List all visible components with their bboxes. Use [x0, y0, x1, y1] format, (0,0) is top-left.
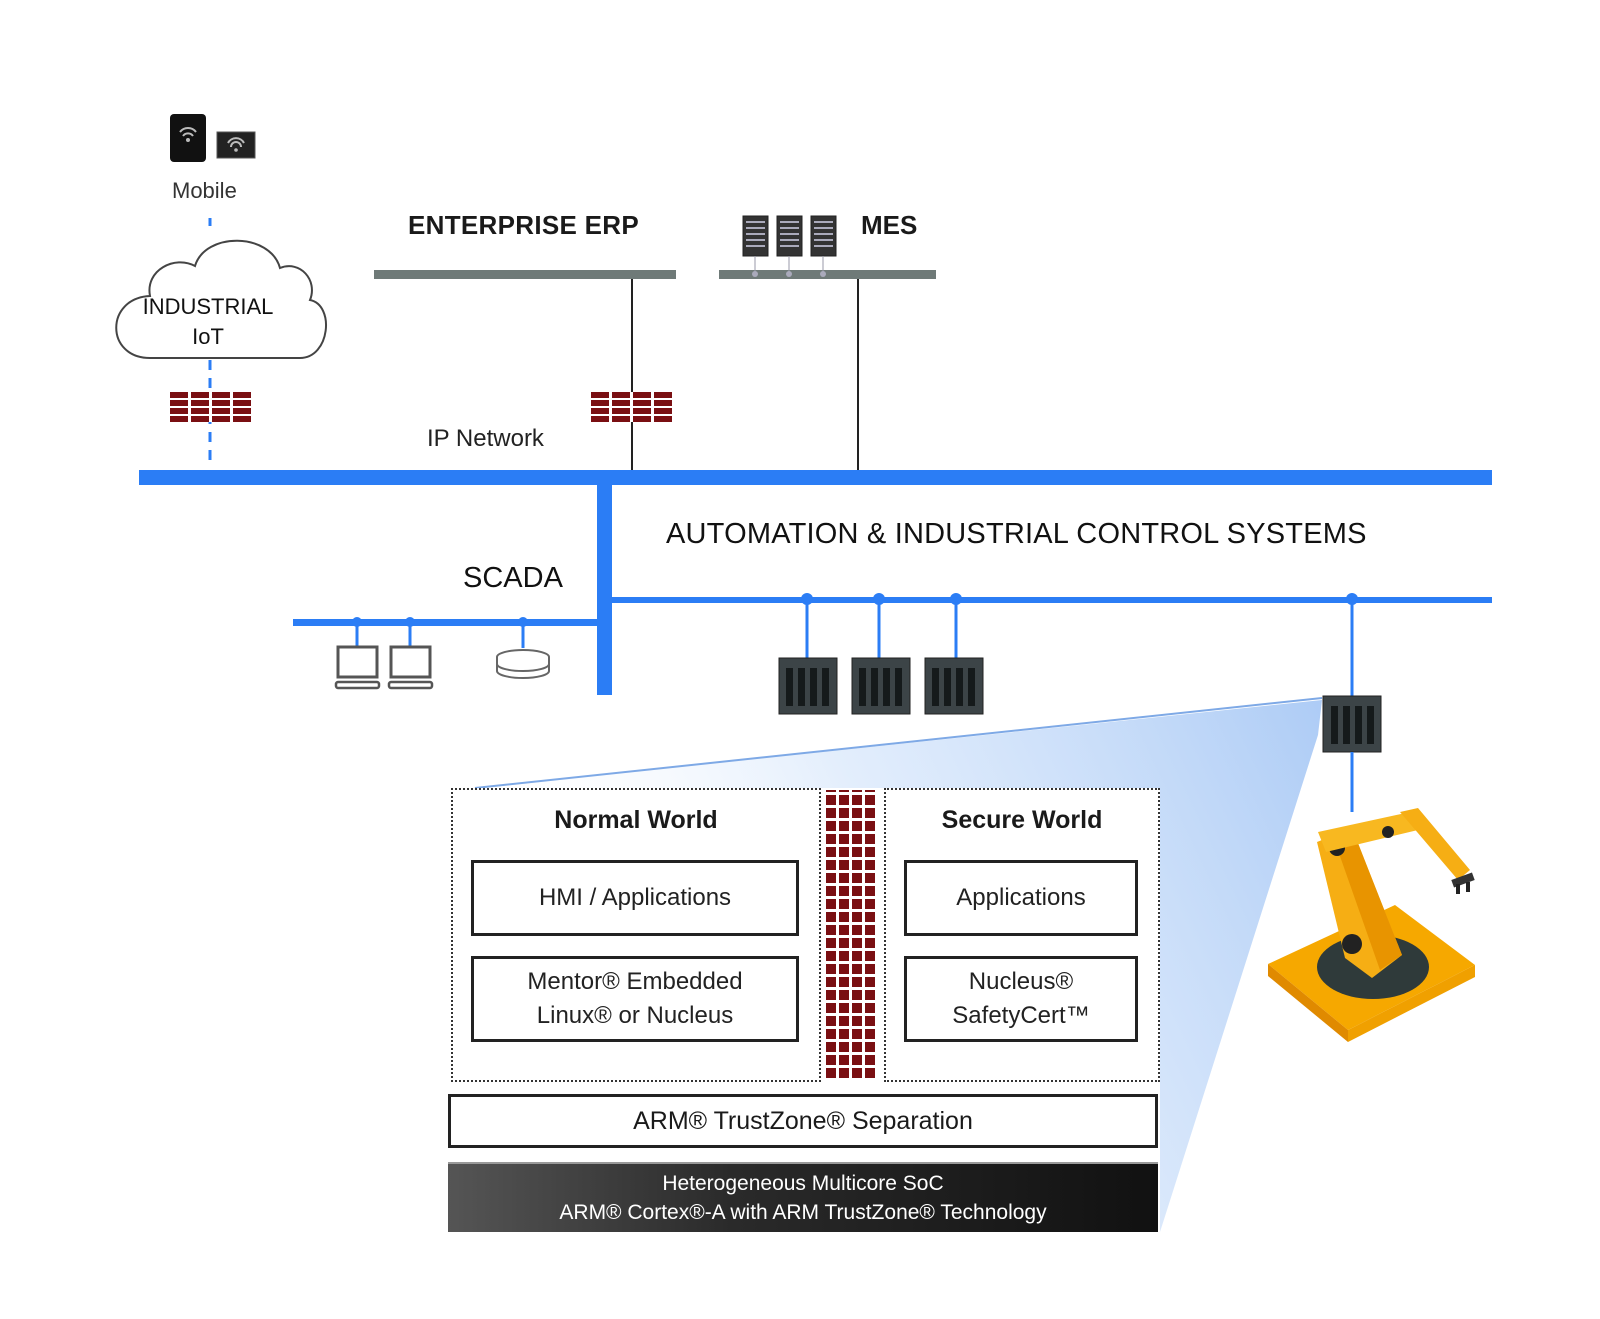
- scada-bus: [293, 619, 597, 626]
- tablet-icon: [170, 114, 206, 162]
- wifi-screen-icon: [216, 131, 256, 159]
- robot-arm-icon: [1268, 808, 1475, 1042]
- soc-line2: ARM® Cortex®-A with ARM TrustZone® Techn…: [559, 1201, 1047, 1224]
- plc-icon: [1322, 593, 1382, 812]
- firewall-icon: [170, 392, 252, 422]
- mobile-label: Mobile: [172, 178, 237, 203]
- soc-line1: Heterogeneous Multicore SoC: [662, 1172, 944, 1195]
- scada-label: SCADA: [463, 562, 563, 594]
- separation-label: ARM® TrustZone® Separation: [633, 1106, 973, 1135]
- brick-wall-icon: [826, 790, 878, 1078]
- box-label-line1: Nucleus®: [968, 968, 1074, 995]
- soc-bar: Heterogeneous Multicore SoC ARM® Cortex®…: [448, 1162, 1158, 1232]
- cloud-icon: [115, 239, 327, 359]
- automation-label: AUTOMATION & INDUSTRIAL CONTROL SYSTEMS: [666, 518, 1367, 550]
- ip-network-label: IP Network: [427, 425, 544, 452]
- safetycert-box: Nucleus® SafetyCert™: [904, 956, 1138, 1042]
- embedded-os-box: Mentor® Embedded Linux® or Nucleus: [471, 956, 799, 1042]
- erp-label: ENTERPRISE ERP: [408, 210, 640, 240]
- cloud-label-line2: IoT: [192, 324, 224, 349]
- secure-world-title: Secure World: [941, 806, 1103, 834]
- plc-icon: [778, 593, 838, 715]
- zoom-projection: [475, 700, 1322, 1232]
- secure-world-panel: Secure World Applications Nucleus® Safet…: [884, 788, 1160, 1082]
- workstation-icon: [334, 617, 381, 690]
- erp-bus: [374, 270, 676, 279]
- server-icon: [776, 215, 803, 277]
- cloud-label-line1: INDUSTRIAL: [142, 294, 274, 319]
- firewall-icon: [591, 392, 673, 422]
- workstation-icon: [387, 617, 434, 690]
- server-icon: [810, 215, 837, 277]
- ip-network-bus: [139, 470, 1492, 485]
- hmi-applications-box: HMI / Applications: [471, 860, 799, 936]
- database-icon: [496, 617, 550, 679]
- normal-world-panel: Normal World HMI / Applications Mentor® …: [451, 788, 821, 1082]
- box-label-line1: Mentor® Embedded: [527, 968, 743, 995]
- secure-applications-box: Applications: [904, 860, 1138, 936]
- zoom-projection-edge: [474, 697, 1323, 789]
- automation-bus: [612, 597, 1492, 603]
- trunk-bus: [597, 485, 612, 695]
- cloud-label: INDUSTRIAL IoT: [118, 292, 298, 352]
- server-icon: [742, 215, 769, 277]
- plc-icon: [851, 593, 911, 715]
- mes-bus: [719, 270, 936, 279]
- box-label: HMI / Applications: [538, 884, 732, 911]
- box-label-line2: Linux® or Nucleus: [536, 1002, 734, 1029]
- box-label: Applications: [956, 884, 1086, 911]
- trustzone-separation-bar: ARM® TrustZone® Separation: [448, 1094, 1158, 1148]
- normal-world-title: Normal World: [554, 806, 718, 834]
- box-label-line2: SafetyCert™: [952, 1002, 1090, 1029]
- mes-label: MES: [861, 210, 918, 240]
- plc-icon: [924, 593, 984, 715]
